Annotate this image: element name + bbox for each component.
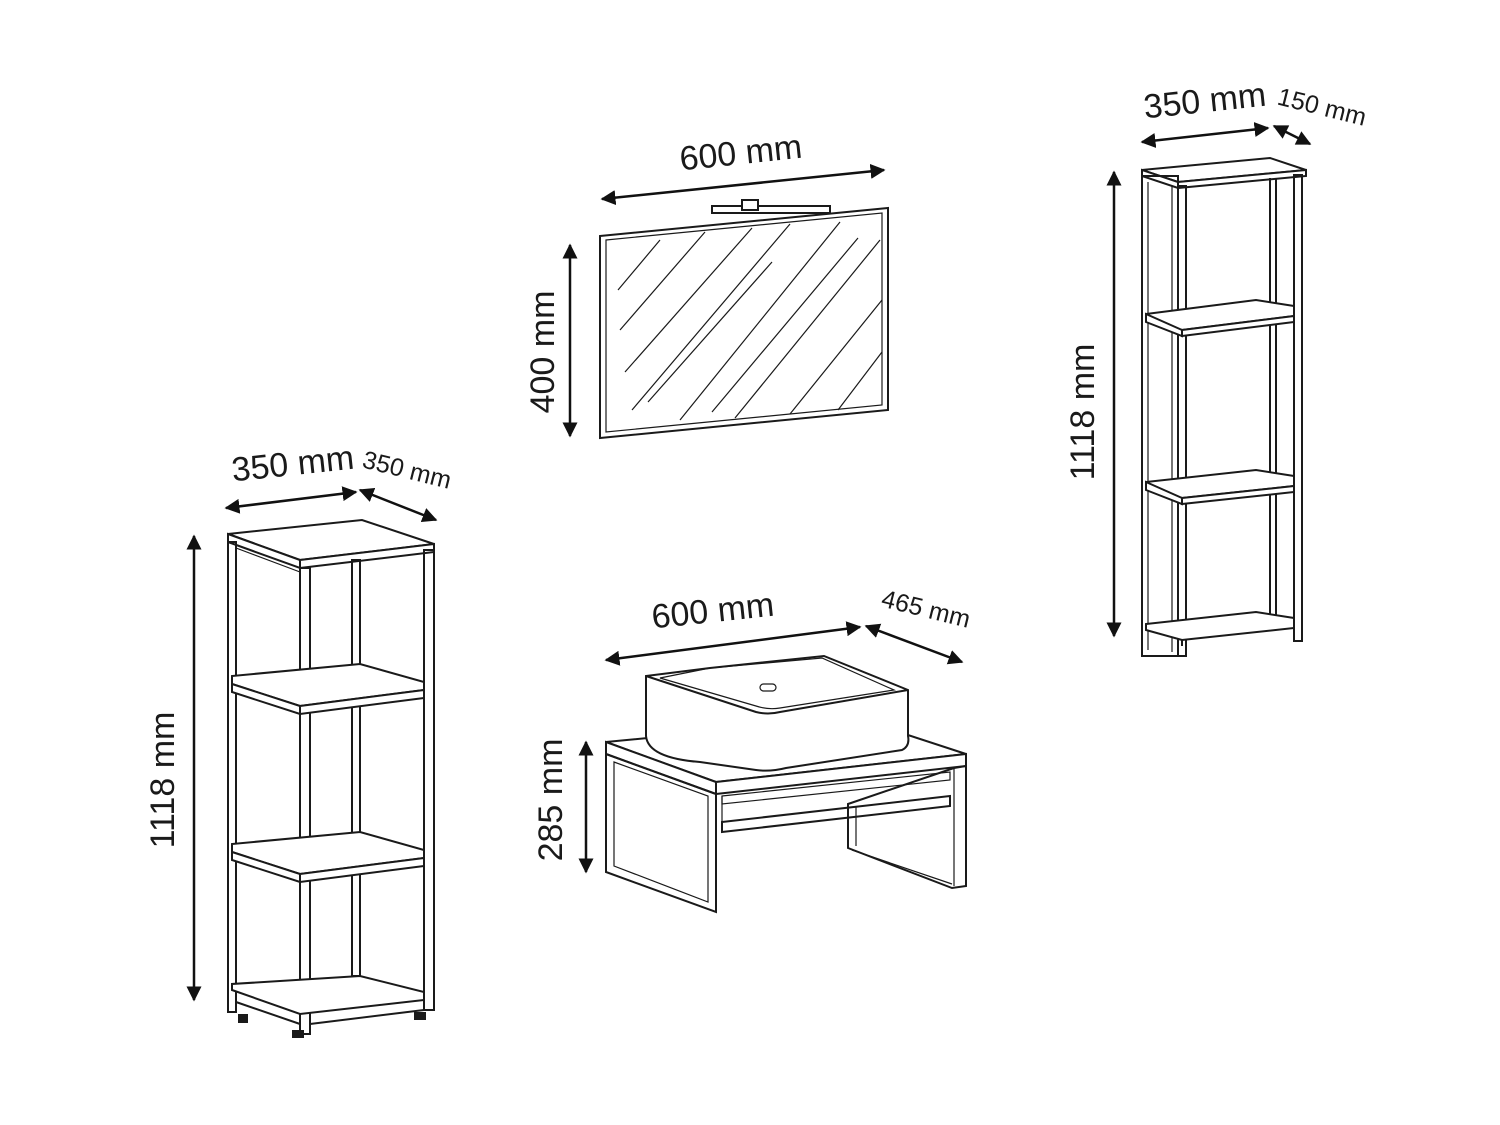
vanity-sink <box>645 654 910 772</box>
wall-shelf-height-label: 1118 mm <box>1064 344 1102 481</box>
vanity-height-label: 285 mm <box>532 739 570 862</box>
mirror-frame <box>599 206 889 440</box>
floor-shelf-depth-label: 350 mm <box>360 446 454 495</box>
vanity-width-arrow <box>604 621 862 666</box>
floor-shelf-width-arrow <box>224 486 358 514</box>
mirror: 600 mm 400 mm <box>524 128 889 440</box>
wall-shelf-width-label: 350 mm <box>1142 76 1268 127</box>
vanity-depth-arrow <box>864 623 964 665</box>
mirror-lamp <box>711 205 831 214</box>
mirror-height-label: 400 mm <box>524 291 562 414</box>
vanity-depth-label: 465 mm <box>879 585 973 634</box>
floor-shelf: 350 mm 350 mm 1118 mm <box>144 439 454 1038</box>
vanity: 600 mm 465 mm 285 mm <box>532 585 973 914</box>
wall-shelf-depth-arrow <box>1272 124 1312 146</box>
floor-shelf-height-label: 1118 mm <box>144 712 182 849</box>
wall-shelf-depth-label: 150 mm <box>1275 83 1369 132</box>
mirror-reflection <box>617 221 883 421</box>
mirror-width-arrow <box>600 163 886 206</box>
floor-shelf-width-label: 350 mm <box>230 439 356 490</box>
wall-shelf: 350 mm 150 mm 1118 mm <box>1064 76 1369 657</box>
wall-shelf-width-arrow <box>1140 122 1270 148</box>
floor-shelf-depth-arrow <box>358 487 438 523</box>
mirror-width-label: 600 mm <box>678 128 804 179</box>
vanity-width-label: 600 mm <box>650 586 776 637</box>
